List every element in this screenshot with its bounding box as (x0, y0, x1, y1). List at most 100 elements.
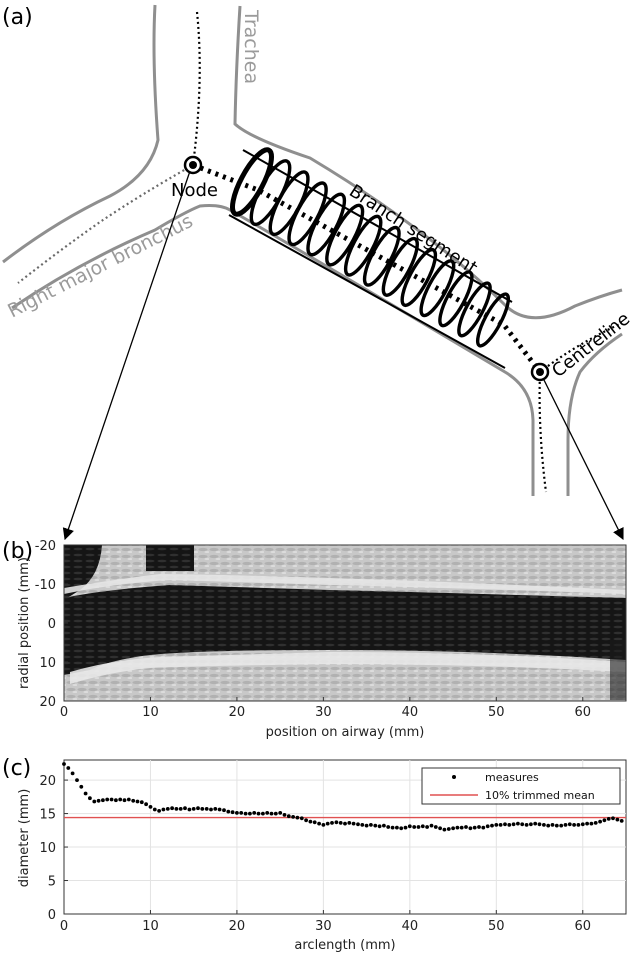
measure-point (464, 825, 468, 829)
measure-point (550, 823, 555, 827)
measure-point (261, 811, 265, 816)
measure-point (217, 807, 222, 812)
cross-section-ellipse (475, 292, 511, 348)
measure-point (79, 784, 84, 789)
centreline-node-marker (530, 362, 550, 382)
measure-point (360, 823, 365, 827)
measure-point (321, 823, 326, 827)
cross-section-ellipse (381, 236, 419, 297)
measure-point (343, 821, 347, 826)
measure-point (330, 821, 334, 825)
measure-point (75, 778, 79, 782)
cross-section-ellipse (438, 270, 474, 328)
measure-point (576, 823, 581, 827)
measure-point (395, 825, 399, 830)
panel-c-xlabel: arclength (mm) (294, 938, 395, 953)
x-tick-label: 10 (142, 919, 159, 934)
measure-point (62, 762, 66, 766)
measure-point (152, 807, 157, 812)
measure-point (446, 827, 451, 831)
legend-measures-label: measures (485, 771, 539, 784)
cross-section-ellipse (306, 192, 347, 257)
measure-point (157, 809, 162, 813)
measure-point (351, 821, 356, 826)
measure-point (611, 816, 615, 821)
measure-point (304, 818, 308, 823)
measure-point (105, 797, 110, 802)
measure-point (503, 822, 507, 827)
cross-section-ellipse (457, 281, 492, 338)
measure-point (122, 798, 127, 803)
measure-point (196, 806, 200, 811)
chart-series (62, 762, 626, 832)
measure-point (546, 823, 551, 828)
measure-point (390, 825, 395, 830)
measure-point (252, 811, 257, 815)
measure-point (477, 825, 481, 829)
measure-point (338, 821, 343, 825)
panel-b-label: (b) (2, 539, 33, 564)
measure-point (412, 825, 417, 829)
measure-point (459, 825, 464, 830)
measure-point (135, 799, 140, 804)
measure-point (580, 822, 585, 827)
measure-point (602, 818, 607, 823)
x-tick-label: 30 (315, 919, 332, 934)
y-tick-label: 15 (39, 808, 56, 823)
y-tick-label: 5 (48, 875, 56, 890)
y-tick-label: 0 (48, 617, 56, 632)
x-tick-label: 40 (402, 919, 419, 934)
measure-point (83, 791, 88, 796)
x-tick-label: 20 (229, 705, 246, 720)
measure-point (567, 822, 572, 827)
measure-point (593, 821, 598, 825)
legend-box (421, 767, 621, 805)
right-major-bronchus-label: Right major bronchus (4, 210, 196, 322)
measure-point (118, 797, 123, 802)
left-upper-wall (2, 4, 160, 264)
measure-point (282, 813, 287, 817)
measure-point (144, 802, 149, 807)
measure-point (369, 823, 373, 827)
measure-point (347, 821, 352, 825)
measure-point (200, 807, 205, 811)
measure-point (563, 823, 568, 827)
measure-point (364, 823, 369, 828)
measure-point (451, 826, 455, 831)
cross-section-ellipse (343, 214, 383, 277)
measure-point (239, 811, 244, 815)
airway-walls (2, 4, 623, 496)
measure-point (429, 823, 434, 828)
legend-trimmed-mean-label: 10% trimmed mean (485, 789, 595, 802)
x-tick-label: 0 (60, 705, 68, 720)
measure-point (126, 797, 131, 802)
measure-point (278, 811, 283, 815)
measure-point (511, 822, 516, 827)
measure-point (148, 805, 153, 809)
x-tick-label: 40 (402, 705, 419, 720)
measure-point (334, 820, 339, 825)
measure-point (399, 826, 404, 831)
measure-point (542, 823, 546, 827)
straightened-airway-image (64, 545, 626, 701)
measure-point (325, 821, 330, 826)
lower-right-centreline (538, 371, 548, 493)
measure-point (308, 819, 313, 824)
x-tick-label: 50 (488, 705, 505, 720)
y-tick-label: -10 (35, 578, 56, 593)
measure-point (485, 824, 490, 829)
measure-point (356, 822, 360, 827)
measure-point (256, 811, 261, 816)
measure-point (139, 800, 144, 805)
trachea-label: Trachea (240, 9, 262, 84)
centrelines (17, 11, 623, 493)
measure-point (507, 823, 512, 827)
measure-point (416, 825, 421, 829)
measure-point (438, 826, 442, 831)
measure-point (191, 807, 196, 811)
y-tick-label: 0 (48, 908, 56, 923)
